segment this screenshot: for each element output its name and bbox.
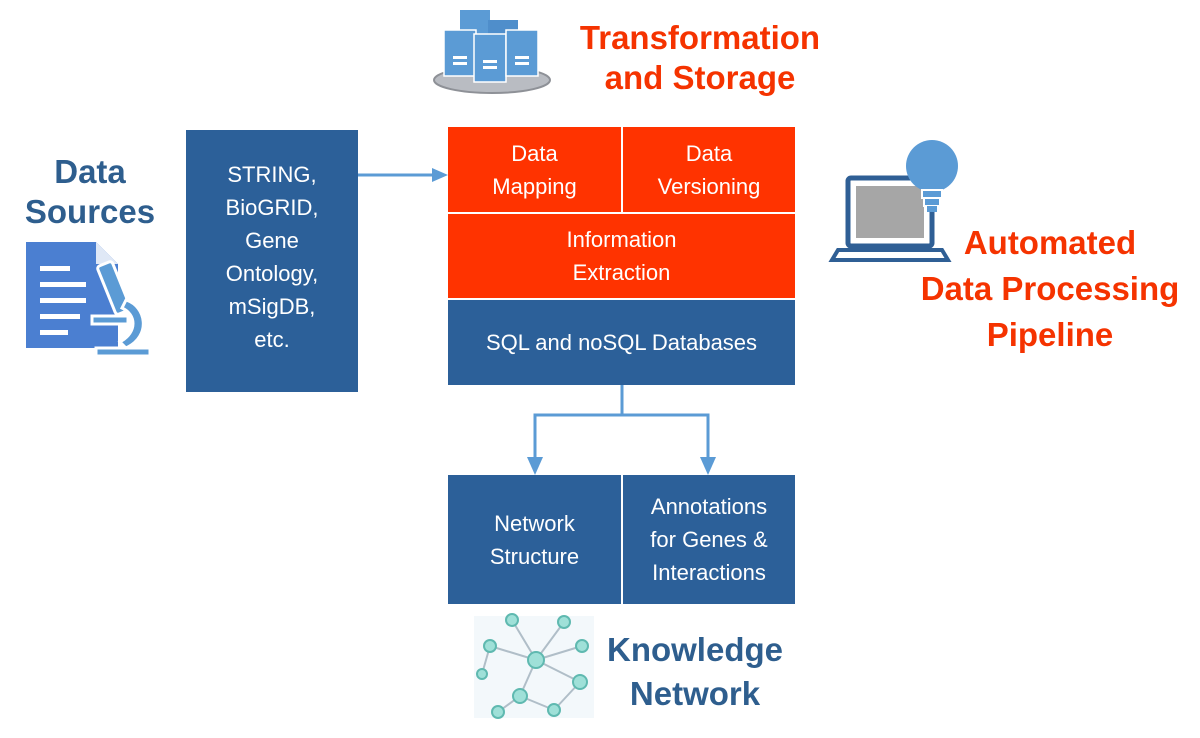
document-microscope-icon xyxy=(26,242,152,358)
data-versioning-box: Data Versioning xyxy=(623,127,795,212)
network-structure-box: Network Structure xyxy=(448,475,621,604)
data-mapping-box: Data Mapping xyxy=(448,127,621,212)
databases-box: SQL and noSQL Databases xyxy=(448,300,795,385)
databases-to-network-arrows xyxy=(527,385,716,475)
data-sources-heading: Data Sources xyxy=(24,153,156,230)
annotations-box: Annotations for Genes & Interactions xyxy=(623,475,795,604)
network-graph-icon xyxy=(474,613,594,719)
server-stack-icon xyxy=(433,10,551,94)
transformation-storage-heading: Transformation and Storage xyxy=(579,19,821,96)
automated-pipeline-heading: Automated Data Processing Pipeline xyxy=(920,224,1180,353)
knowledge-network-heading: Knowledge Network xyxy=(606,631,783,712)
data-sources-list-box: STRING, BioGRID, Gene Ontology, mSigDB, … xyxy=(186,130,358,392)
laptop-lightbulb-icon xyxy=(828,140,958,262)
information-extraction-box: Information Extraction xyxy=(448,214,795,298)
sources-to-pipeline-arrow xyxy=(358,168,448,182)
